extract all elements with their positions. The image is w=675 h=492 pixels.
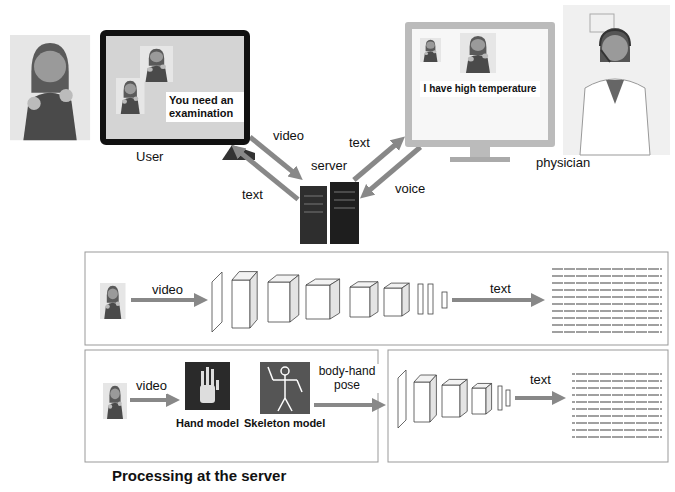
diagram-label: text bbox=[530, 372, 551, 388]
diagram-label: video bbox=[152, 282, 183, 298]
diagram-label: body-hand pose bbox=[315, 364, 379, 393]
edge-label: video bbox=[271, 128, 306, 144]
user-label: User bbox=[136, 149, 163, 164]
diagram-caption: Processing at the server bbox=[112, 467, 286, 485]
edge-label: voice bbox=[393, 181, 427, 197]
screen-message: I have high temperature bbox=[420, 81, 540, 97]
monitor-box: I have high temperaturephysician bbox=[405, 22, 555, 147]
diagram-label: text bbox=[490, 281, 511, 297]
edge-label: text bbox=[347, 135, 372, 151]
physician-label: physician bbox=[536, 155, 590, 170]
edge-label: text bbox=[240, 187, 265, 203]
screen-message: You need an examination bbox=[166, 92, 244, 122]
diagram-label: video bbox=[136, 378, 167, 394]
server-label: server bbox=[311, 158, 347, 173]
diagram-label: Hand model bbox=[176, 417, 239, 430]
server-box: server bbox=[298, 180, 360, 246]
tablet-box: You need an examinationUser bbox=[100, 30, 250, 145]
diagram-label: Skeleton model bbox=[244, 417, 325, 430]
